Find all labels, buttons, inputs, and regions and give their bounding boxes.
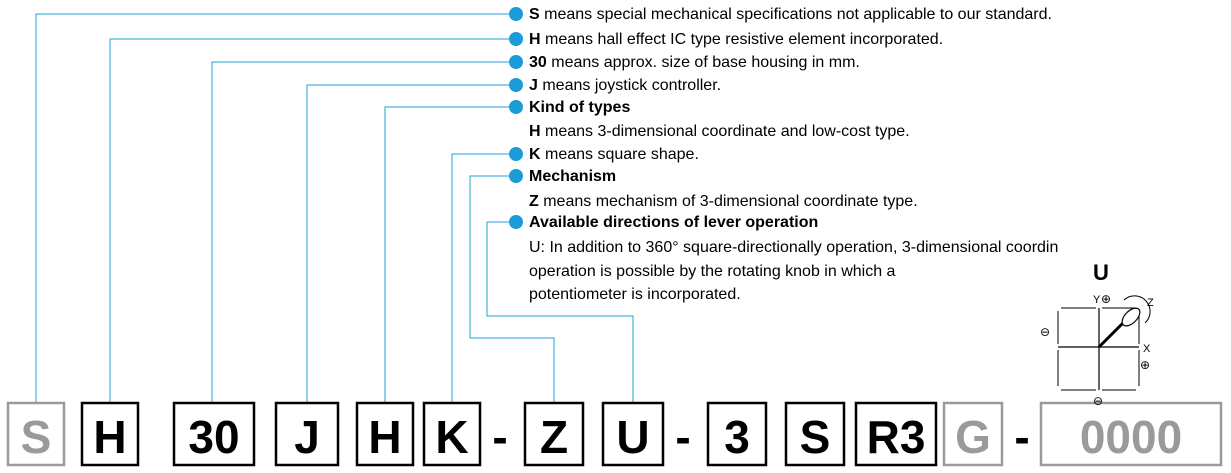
description-text: means hall effect IC type resistive elem… — [541, 31, 944, 48]
description-line: operation is possible by the rotating kn… — [529, 263, 896, 280]
description-list: S means special mechanical specification… — [509, 6, 1058, 303]
x-minus-label: ⊖ — [1040, 325, 1050, 339]
code-text: Z — [540, 411, 568, 463]
description-line: H means hall effect IC type resistive el… — [529, 31, 943, 48]
code-box — [1039, 401, 1223, 467]
code-text: K — [435, 411, 468, 463]
code-box — [172, 401, 256, 467]
inset-title: U — [1093, 260, 1109, 285]
description-line: Kind of types — [529, 99, 630, 116]
code-box — [706, 401, 768, 467]
code-box — [784, 401, 846, 467]
leader-line — [306, 84, 516, 403]
code-box — [6, 401, 66, 467]
code-text: S — [800, 411, 831, 463]
bullet-icon — [509, 147, 523, 161]
description-bold: S — [529, 6, 540, 23]
description-bold: Kind of types — [529, 99, 630, 116]
leader-lines — [35, 13, 634, 403]
description-text: means special mechanical specifications … — [540, 6, 1052, 23]
code-box — [942, 401, 1004, 467]
bullet-icon — [509, 169, 523, 183]
description-text: means 3-dimensional coordinate and low-c… — [541, 123, 910, 140]
code-box — [601, 401, 665, 467]
description-bold: Mechanism — [529, 168, 616, 185]
code-text: R3 — [867, 411, 926, 463]
bullet-icon — [509, 32, 523, 46]
y-label: Y — [1093, 294, 1101, 306]
code-text: 30 — [188, 411, 239, 463]
code-box — [523, 401, 585, 467]
bullet-icon — [509, 215, 523, 229]
description-line: U: In addition to 360° square-directiona… — [529, 239, 1058, 256]
description-line: Z means mechanism of 3-dimensional coord… — [529, 193, 918, 210]
x-label: X — [1143, 343, 1151, 355]
rotation-arc — [1123, 295, 1151, 324]
y-minus-label: ⊖ — [1093, 394, 1103, 408]
y-plus-label: ⊕ — [1101, 292, 1111, 306]
code-box — [422, 401, 482, 467]
description-line: S means special mechanical specification… — [529, 6, 1052, 23]
description-text: operation is possible by the rotating kn… — [529, 263, 896, 280]
bullet-icon — [509, 7, 523, 21]
z-label: Z — [1147, 297, 1154, 309]
leader-line — [35, 13, 516, 403]
code-text: H — [93, 411, 126, 463]
description-bold: H — [529, 31, 541, 48]
description-line: Available directions of lever operation — [529, 214, 818, 231]
code-text: - — [1014, 411, 1029, 463]
description-line: H means 3-dimensional coordinate and low… — [529, 123, 910, 140]
description-line: potentiometer is incorporated. — [529, 286, 741, 303]
code-text: U — [616, 411, 649, 463]
bullet-icon — [509, 100, 523, 114]
description-text: means square shape. — [541, 146, 699, 163]
bullet-icon — [509, 78, 523, 92]
code-text: 3 — [724, 411, 750, 463]
leader-line — [384, 106, 516, 403]
description-bold: J — [529, 77, 538, 94]
leader-line — [469, 175, 555, 403]
code-text: 0000 — [1080, 411, 1182, 463]
code-text: - — [675, 411, 690, 463]
description-text: means mechanism of 3-dimensional coordin… — [539, 193, 918, 210]
code-box — [355, 401, 415, 467]
leader-line — [486, 221, 634, 403]
description-bold: K — [529, 146, 541, 163]
bullet-icon — [509, 55, 523, 69]
leader-line — [211, 61, 516, 403]
description-text: potentiometer is incorporated. — [529, 286, 741, 303]
description-text: U: In addition to 360° square-directiona… — [529, 239, 1058, 256]
description-bold: Available directions of lever operation — [529, 214, 818, 231]
code-box — [274, 401, 340, 467]
code-text: H — [368, 411, 401, 463]
description-bold: H — [529, 123, 541, 140]
description-bold: Z — [529, 193, 539, 210]
leader-line — [109, 38, 516, 403]
code-box — [80, 401, 140, 467]
code-box — [854, 401, 938, 467]
x-plus-label: ⊕ — [1140, 358, 1150, 372]
description-line: K means square shape. — [529, 146, 699, 163]
description-text: means joystick controller. — [538, 77, 721, 94]
code-text: J — [294, 411, 320, 463]
description-line: 30 means approx. size of base housing in… — [529, 54, 860, 71]
lever-knob — [1121, 307, 1141, 327]
direction-diagram-u: U Y ⊕ Z X ⊕ ⊖ ⊖ — [1040, 260, 1154, 408]
description-line: Mechanism — [529, 168, 616, 185]
description-bold: 30 — [529, 54, 547, 71]
code-text: S — [21, 411, 52, 463]
description-line: J means joystick controller. — [529, 77, 721, 94]
leader-line — [451, 153, 516, 403]
code-text: G — [955, 411, 991, 463]
code-text: - — [492, 411, 507, 463]
description-text: means approx. size of base housing in mm… — [547, 54, 860, 71]
